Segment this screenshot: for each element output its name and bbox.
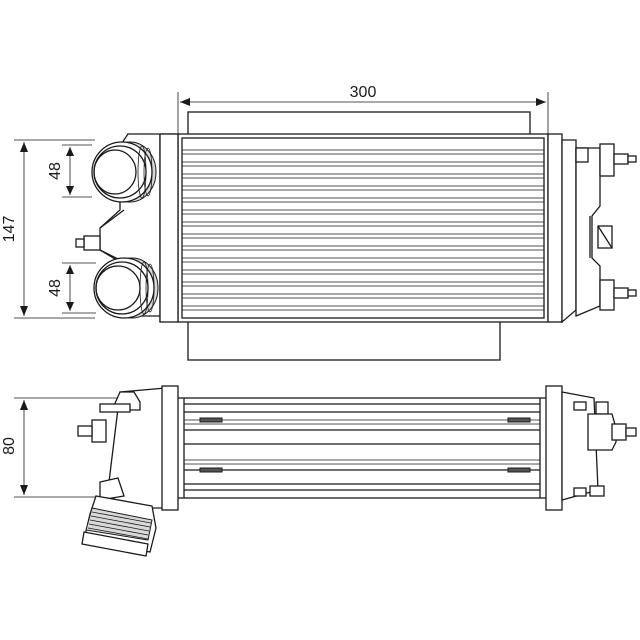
depth-dimension: 80 xyxy=(1,397,120,498)
top-view: 80 xyxy=(1,385,637,557)
left-tank xyxy=(75,133,179,323)
height-value: 147 xyxy=(1,216,18,243)
right-tank xyxy=(547,133,637,324)
right-upper-port xyxy=(599,143,615,177)
left-tank-nipple xyxy=(83,235,101,251)
core-side xyxy=(175,397,549,499)
outlet-bottom-value: 48 xyxy=(47,279,64,297)
right-lower-port xyxy=(599,279,615,311)
radiator-core xyxy=(177,133,549,323)
upper-outlet xyxy=(91,141,157,203)
front-view: 300 147 48 48 xyxy=(1,84,637,361)
width-dimension: 300 xyxy=(177,84,549,140)
outlet-bottom-dimension: 48 xyxy=(47,262,96,314)
depth-value: 80 xyxy=(1,437,18,455)
right-side-tank xyxy=(545,385,637,511)
width-value: 300 xyxy=(350,84,377,101)
left-side-tank xyxy=(77,385,179,511)
bottom-bracket xyxy=(187,317,501,361)
core-side-fins xyxy=(184,403,540,491)
outlet-top-value: 48 xyxy=(47,162,64,180)
angled-outlet xyxy=(81,495,157,557)
lower-outlet xyxy=(93,257,159,319)
outlet-top-dimension: 48 xyxy=(47,144,92,198)
core-fins xyxy=(182,149,544,311)
height-dimension: 147 xyxy=(1,139,95,319)
